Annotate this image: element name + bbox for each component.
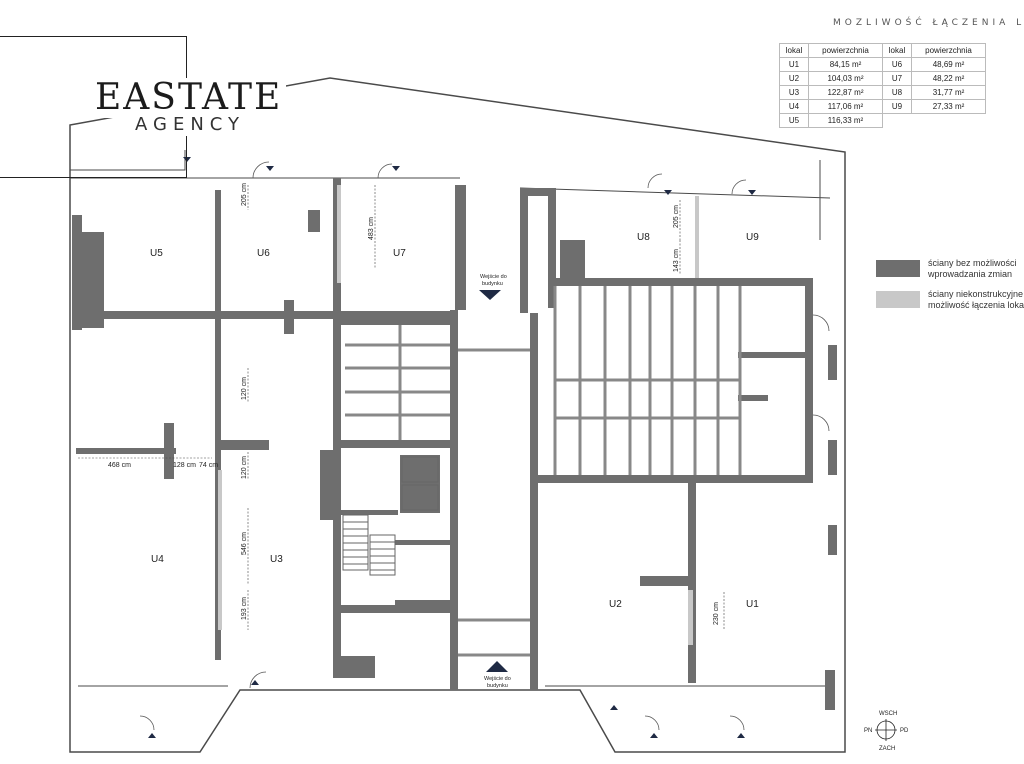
table-header-area: powierzchnia xyxy=(911,43,986,58)
dim-143-u8: 143 cm xyxy=(673,249,680,272)
logo-subtitle: AGENCY xyxy=(133,114,248,136)
room-labels: U5 U6 U7 U8 U9 U4 U3 U2 U1 xyxy=(150,232,759,610)
legend-structural-line2: wprowadzania zmian xyxy=(928,269,1013,279)
table-cell: 122,87 m² xyxy=(808,85,883,100)
table-row: U1 84,15 m² U6 48,69 m² xyxy=(779,57,986,72)
legend-structural-line1: ściany bez możliwości xyxy=(928,258,1017,268)
table-cell: U4 xyxy=(779,99,809,114)
legend-nonstructural-line2: możliwość łączenia lokali xyxy=(928,300,1024,310)
room-label-u2: U2 xyxy=(609,599,622,610)
entry-marker-icon xyxy=(748,190,756,195)
entrance-top-label-line2: budynku xyxy=(482,281,503,287)
legend-swatch-nonstructural xyxy=(876,291,920,308)
entrance-bottom-arrow-icon xyxy=(486,661,508,672)
dim-120-upper: 120 cm xyxy=(241,377,248,400)
entrance-top: Wejście do budynku xyxy=(479,274,507,300)
table-cell: U9 xyxy=(882,99,912,114)
dim-230: 230 cm xyxy=(713,602,720,625)
table-row: U5 116,33 m² xyxy=(779,113,986,128)
dim-205-u8: 205 cm xyxy=(673,205,680,228)
table-cell: 116,33 m² xyxy=(808,113,883,128)
entry-marker-icon xyxy=(664,190,672,195)
compass-north-label: WSCH xyxy=(879,711,897,717)
dim-205-u6: 205 cm xyxy=(241,183,248,206)
entrance-top-arrow-icon xyxy=(479,290,501,300)
table-row: U4 117,06 m² U9 27,33 m² xyxy=(779,99,986,114)
table-cell: 104,03 m² xyxy=(808,71,883,86)
table-header-area: powierzchnia xyxy=(808,43,883,58)
table-cell: 84,15 m² xyxy=(808,57,883,72)
entry-marker-icon xyxy=(148,733,156,738)
dim-468: 468 cm xyxy=(108,462,131,469)
table-cell: 48,22 m² xyxy=(911,71,986,86)
table-cell: U2 xyxy=(779,71,809,86)
dim-74: 74 cm xyxy=(199,462,218,469)
room-label-u9: U9 xyxy=(746,232,759,243)
entry-marker-icon xyxy=(251,680,259,685)
room-label-u4: U4 xyxy=(151,554,164,565)
room-label-u1: U1 xyxy=(746,599,759,610)
dim-546: 546 cm xyxy=(241,532,248,555)
table-cell: U5 xyxy=(779,113,809,128)
entry-marker-icon xyxy=(183,157,191,162)
dimension-lines xyxy=(78,185,725,630)
entrance-top-label-line1: Wejście do xyxy=(480,274,507,280)
area-table: lokal powierzchnia lokal powierzchnia U1… xyxy=(779,43,986,128)
structural-walls xyxy=(72,178,837,710)
table-cell: U7 xyxy=(882,71,912,86)
room-label-u7: U7 xyxy=(393,248,406,259)
stairs xyxy=(342,456,439,576)
room-label-u3: U3 xyxy=(270,554,283,565)
table-cell-empty xyxy=(883,114,912,128)
room-label-u5: U5 xyxy=(150,248,163,259)
entrance-bottom: Wejście do budynku xyxy=(484,661,511,689)
table-cell: U1 xyxy=(779,57,809,72)
compass-west-label: PN xyxy=(864,728,872,734)
entrance-bottom-label-line1: Wejście do xyxy=(484,676,511,682)
header-title: MOZLIWOŚĆ ŁĄCZENIA LOK xyxy=(833,18,1024,28)
compass: WSCH ZACH PN PD xyxy=(864,711,909,752)
table-cell: U8 xyxy=(882,85,912,100)
entry-marker-icon xyxy=(737,733,745,738)
dim-128: 128 cm xyxy=(173,462,196,469)
dim-483-u7: 483 cm xyxy=(368,217,375,240)
entry-marker-icon xyxy=(610,705,618,710)
compass-east-label: PD xyxy=(900,728,909,734)
compass-south-label: ZACH xyxy=(879,746,895,752)
room-label-u8: U8 xyxy=(637,232,650,243)
dimension-labels: 205 cm 483 cm 205 cm 143 cm 120 cm 120 c… xyxy=(108,183,720,625)
legend-nonstructural-line1: ściany niekonstrukcyjne xyxy=(928,289,1024,299)
table-header-unit: lokal xyxy=(779,43,809,58)
legend-swatch-structural xyxy=(876,260,920,277)
legend-text-nonstructural: ściany niekonstrukcyjne możliwość łączen… xyxy=(928,289,1024,311)
table-cell: 117,06 m² xyxy=(808,99,883,114)
table-header-row: lokal powierzchnia lokal powierzchnia xyxy=(779,43,986,58)
table-cell: 48,69 m² xyxy=(911,57,986,72)
table-cell-empty xyxy=(912,114,986,128)
logo-wordmark: EASTATE xyxy=(91,78,287,118)
entrance-bottom-label-line2: budynku xyxy=(487,683,508,689)
table-row: U2 104,03 m² U7 48,22 m² xyxy=(779,71,986,86)
legend-text-structural: ściany bez możliwości wprowadzania zmian xyxy=(928,258,1017,280)
table-cell: 27,33 m² xyxy=(911,99,986,114)
entry-marker-icon xyxy=(266,166,274,171)
table-cell: 31,77 m² xyxy=(911,85,986,100)
table-row: U3 122,87 m² U8 31,77 m² xyxy=(779,85,986,100)
table-cell: U3 xyxy=(779,85,809,100)
interior-partitions xyxy=(345,286,742,657)
doors xyxy=(139,161,830,731)
dim-193: 193 cm xyxy=(241,597,248,620)
entry-markers xyxy=(148,157,756,738)
table-cell: U6 xyxy=(882,57,912,72)
entry-marker-icon xyxy=(392,166,400,171)
table-header-unit: lokal xyxy=(882,43,912,58)
room-label-u6: U6 xyxy=(257,248,270,259)
entry-marker-icon xyxy=(650,733,658,738)
removable-walls xyxy=(218,185,699,645)
dim-120-lower: 120 cm xyxy=(241,456,248,479)
